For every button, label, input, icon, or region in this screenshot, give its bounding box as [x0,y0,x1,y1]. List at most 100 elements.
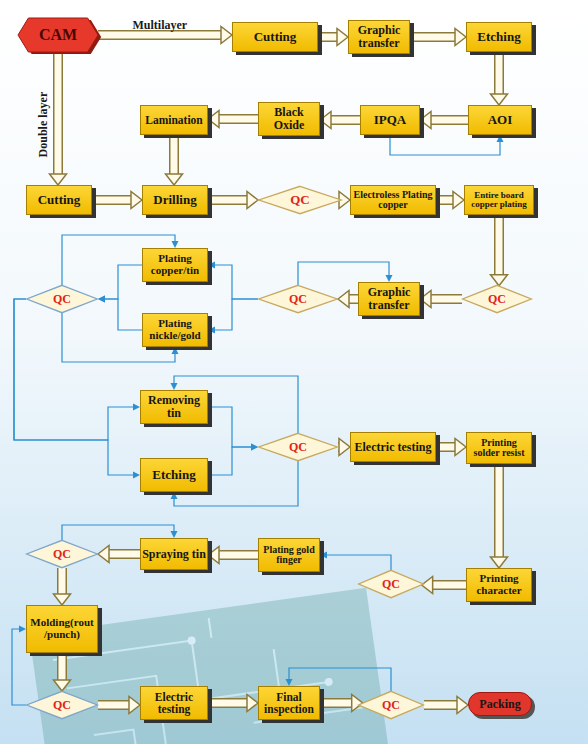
arrow-line [215,265,258,299]
arrow-head [171,492,178,499]
arrow-outline [98,700,129,710]
process-box: Printing character [466,568,532,602]
arrow-head [133,404,140,411]
diamond-outline [259,186,341,213]
arrow-head [420,291,431,308]
node-label: QC [289,293,307,306]
arrow-head [50,174,67,185]
diamond-outline [359,691,424,718]
process-box: Plating nickle/gold [142,313,208,347]
node-label: CAM [39,27,77,44]
arrow-outline [169,135,179,174]
node-label: Etching [477,30,520,44]
arrow-line [105,299,142,330]
node-label: Printing solder resist [468,438,530,459]
edge-label: Multilayer [133,19,188,32]
arrow-head [491,275,508,286]
arrow-head [497,135,504,142]
flow-arrow [98,697,140,714]
node-label: Drilling [153,193,196,207]
arrow-head [131,192,142,209]
arrow-body [496,464,503,557]
arrow-outline [208,698,247,708]
node-label: Etching [152,468,195,482]
arrow-outline [57,568,67,594]
arrow-body [496,215,503,275]
arrow-head [129,697,140,714]
process-box: IPQA [360,105,420,135]
decision-diamond: QC [26,285,98,313]
arrow-head [386,275,393,282]
node-label: QC [53,548,71,561]
arrow-body [424,702,457,709]
node-label: QC [53,293,71,306]
decision-diamond: QC [462,285,532,313]
arrow-head [172,347,179,354]
edge-label: Double layer [37,91,50,157]
process-box: Plating gold finger [258,538,320,572]
arrow-head [221,27,232,44]
process-box: Etching [140,458,208,492]
arrow-head [208,111,219,128]
flow-arrow [98,546,140,563]
arrow-body [496,52,503,94]
arrow-line [215,299,258,330]
arrow-body [98,32,221,39]
diamond-outline [259,285,337,312]
arrow-body [331,117,360,124]
arrow-body [431,117,468,124]
arrow-line [105,265,142,299]
decision-diamond: QC [358,570,424,598]
arrow-head [208,262,215,269]
node-label: Black Oxide [260,106,318,131]
arrow-body [109,551,140,558]
end-terminal: Packing [468,692,532,716]
arrow-head [338,291,349,308]
arrow-body [219,552,258,559]
flow-arrow [424,697,468,714]
arrow-outline [424,700,457,710]
diamond-outline [27,285,98,312]
process-box: Electroless Plating copper [350,185,436,215]
arrow-outline [219,550,258,560]
arrow-line [390,135,500,155]
arrow-head [54,680,71,691]
process-box: Electric testing [140,686,208,720]
arrow-outline [431,294,462,304]
process-box: AOI [468,105,532,135]
flow-arrow [491,464,508,568]
arrow-head [98,546,109,563]
node-label: Printing character [468,573,530,596]
process-box: Final inspection [258,686,320,720]
arrow-outline [431,115,468,125]
arrow-body [318,34,337,41]
arrow-line [14,299,133,440]
process-box: Cutting [232,22,318,52]
arrow-body [436,444,455,451]
rework-arrow [14,299,140,479]
flow-arrow [422,577,466,594]
rework-arrow [14,299,140,440]
node-label: QC [488,293,506,306]
process-box: Graphic transfer [348,20,410,54]
arrow-head [172,241,179,248]
arrow-head [19,626,26,633]
rework-arrow [98,265,142,303]
process-box: Black Oxide [258,102,320,136]
process-box: Drilling [142,185,208,215]
arrow-outline [349,294,358,304]
diamond-outline [359,570,424,597]
arrow-outline [219,114,258,124]
arrow-outline [92,195,131,205]
pcb-pad [324,677,333,686]
process-box: Electric testing [350,432,436,462]
arrow-body [436,197,453,204]
arrow-head [320,552,327,559]
node-label: Graphic transfer [350,24,408,49]
rework-arrow [208,444,258,476]
decision-diamond: QC [258,433,338,461]
arrow-head [457,697,468,714]
arrow-body [320,700,352,707]
arrow-head [337,29,348,46]
arrow-outline [494,215,504,275]
